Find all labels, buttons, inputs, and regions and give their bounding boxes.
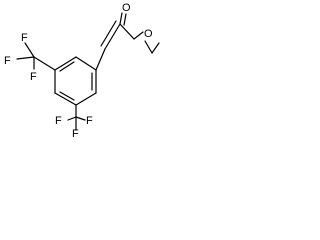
cf3-bond xyxy=(75,116,86,121)
carbonyl-carbon-bond xyxy=(119,23,135,40)
carbonyl-oxygen-label: O xyxy=(122,2,131,14)
ring-bond xyxy=(75,56,97,71)
cf3-bond xyxy=(67,116,77,121)
fluorine-label: F xyxy=(30,71,37,83)
ring-bond xyxy=(75,92,97,106)
fluorine-label: F xyxy=(55,115,62,127)
fluorine-label: F xyxy=(21,32,28,44)
cf3-bond xyxy=(24,42,35,58)
alkene-bond xyxy=(104,23,121,50)
ring-bond xyxy=(54,56,77,71)
ethyl-bond xyxy=(151,42,160,54)
fluorine-label: F xyxy=(72,128,79,139)
carbonyl-double-bond xyxy=(119,12,123,25)
ester-oxygen-label: O xyxy=(144,28,153,40)
ester-oxygen-bond xyxy=(133,31,144,40)
fluorine-label: F xyxy=(86,115,93,127)
vinyl-bond xyxy=(95,48,106,71)
ring-double-bond xyxy=(59,61,75,72)
fluorine-label: F xyxy=(4,55,11,67)
ring-bond xyxy=(54,92,77,106)
carbonyl-double-bond xyxy=(123,13,127,26)
chemical-structure: O O F F F F F F xyxy=(4,2,160,139)
ring-double-bond xyxy=(59,91,75,101)
alkene-double-bond xyxy=(100,20,117,47)
cf3-bond xyxy=(33,56,56,71)
ethyl-bond xyxy=(144,40,153,54)
cf3-bond xyxy=(16,56,35,60)
